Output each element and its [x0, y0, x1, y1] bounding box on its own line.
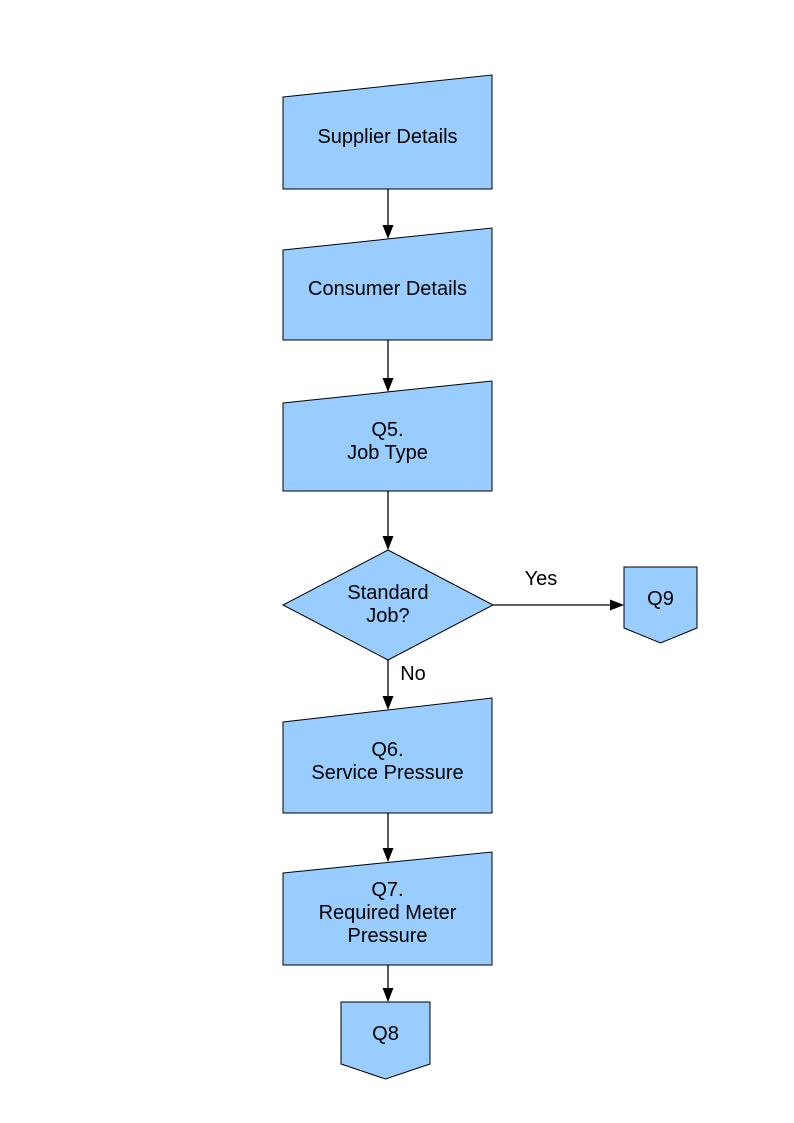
- node-q8-connector-shape: [340, 1001, 431, 1080]
- node-supplier-details-shape: [282, 74, 493, 190]
- arrowhead-down-icon: [382, 848, 394, 862]
- node-q5-job-type-shape: [282, 380, 493, 492]
- arrowhead-down-icon: [382, 988, 394, 1002]
- edge-q7-to-q8: [382, 965, 394, 1002]
- arrowhead-down-icon: [382, 536, 394, 550]
- edge-q5-to-decision: [382, 491, 394, 550]
- node-q6-service-pressure-shape: [282, 697, 493, 814]
- arrowhead-down-icon: [382, 378, 394, 392]
- arrowhead-right-icon: [610, 599, 624, 611]
- edge-supplier-to-consumer: [382, 189, 394, 239]
- node-standard-job-decision-shape: [281, 549, 495, 661]
- edge-decision-no-to-q6: [382, 660, 394, 710]
- edge-consumer-to-q5: [382, 340, 394, 392]
- arrowhead-down-icon: [382, 696, 394, 710]
- node-q9-connector-shape: [623, 566, 698, 644]
- arrowhead-down-icon: [382, 225, 394, 239]
- node-q7-required-meter-pressure-shape: [282, 851, 493, 966]
- edge-decision-yes-to-q9: [493, 599, 624, 611]
- edge-q6-to-q7: [382, 813, 394, 862]
- node-consumer-details-shape: [282, 227, 493, 341]
